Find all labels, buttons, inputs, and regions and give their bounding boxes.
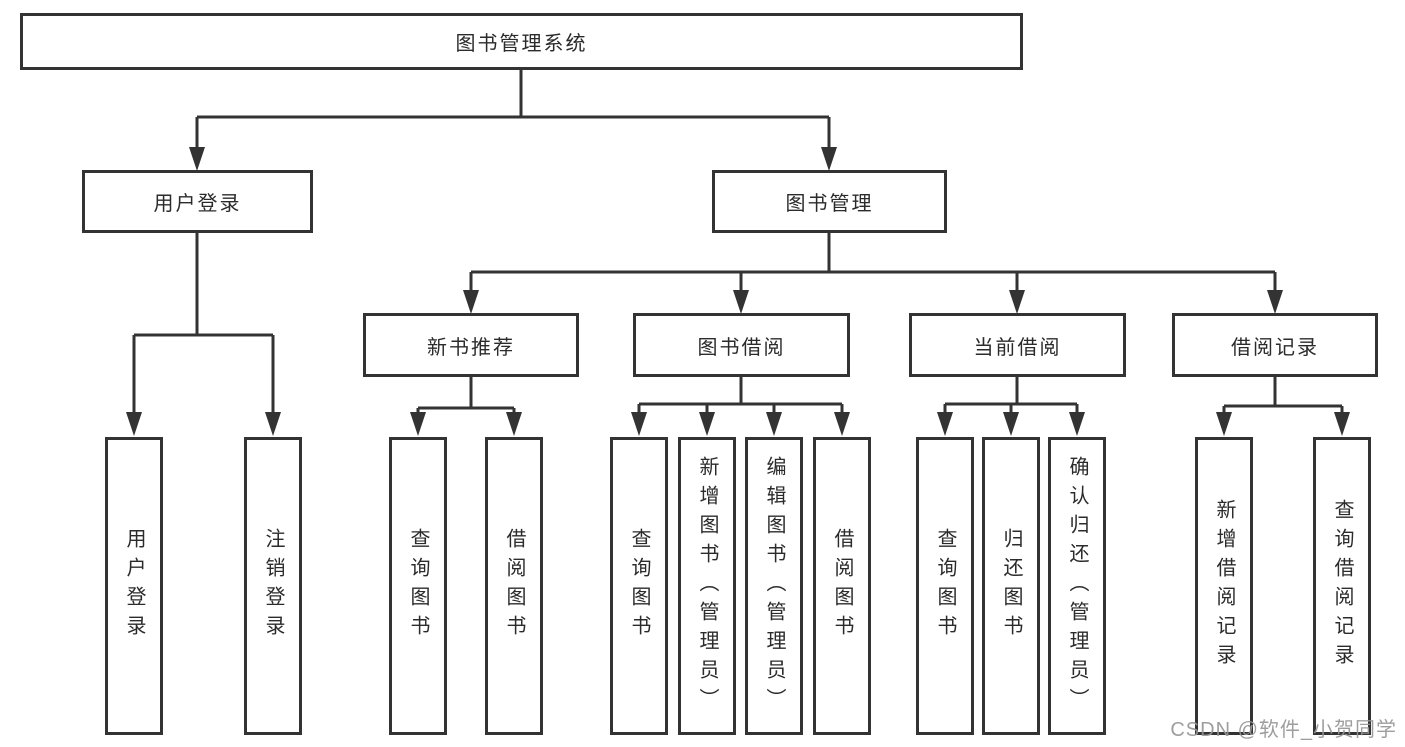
leaf-label: 确认归还（管理员） (1066, 455, 1088, 717)
leaf-label: 用户登录 (123, 528, 145, 644)
node-label: 借阅记录 (1231, 336, 1319, 359)
leaf-borrow-borrow-books: 借阅图书 (813, 437, 871, 735)
leaf-current-query-books: 查询图书 (916, 437, 974, 735)
node-book-borrowing: 图书借阅 (633, 313, 850, 377)
leaf-label: 查询图书 (628, 528, 650, 644)
leaf-current-confirm-return-admin: 确认归还（管理员） (1048, 437, 1106, 735)
node-label: 图书管理 (785, 193, 874, 215)
node-label: 新书推荐 (427, 336, 515, 359)
node-new-book-recommend: 新书推荐 (363, 313, 579, 377)
node-label: 用户登录 (153, 193, 242, 215)
node-library-management-system: 图书管理系统 (20, 13, 1023, 70)
node-user-login: 用户登录 (82, 170, 313, 233)
node-book-management: 图书管理 (712, 170, 947, 233)
leaf-record-query-borrow-record: 查询借阅记录 (1313, 437, 1371, 735)
leaf-borrow-query-books: 查询图书 (610, 437, 668, 735)
leaf-label: 编辑图书（管理员） (763, 455, 785, 717)
leaf-current-return-books: 归还图书 (982, 437, 1040, 735)
leaf-label: 查询借阅记录 (1331, 499, 1353, 673)
leaf-label: 注销登录 (262, 528, 284, 644)
leaf-label: 借阅图书 (831, 528, 853, 644)
leaf-label: 新增图书（管理员） (696, 455, 718, 717)
node-label: 图书管理系统 (455, 33, 588, 55)
node-label: 当前借阅 (973, 336, 1062, 359)
node-label: 图书借阅 (697, 336, 786, 359)
leaf-label: 查询图书 (934, 528, 956, 644)
leaf-user-login: 用户登录 (105, 437, 163, 735)
leaf-label: 借阅图书 (503, 528, 525, 644)
csdn-watermark: CSDN @软件_小贺同学 (1170, 719, 1397, 741)
node-borrow-records: 借阅记录 (1172, 313, 1378, 377)
leaf-logout: 注销登录 (244, 437, 302, 735)
leaf-label: 新增借阅记录 (1213, 499, 1235, 673)
leaf-label: 查询图书 (407, 528, 429, 644)
leaf-newbook-borrow-books: 借阅图书 (485, 437, 543, 735)
leaf-borrow-edit-books-admin: 编辑图书（管理员） (745, 437, 803, 735)
node-current-borrowing: 当前借阅 (909, 313, 1126, 377)
leaf-record-add-borrow-record: 新增借阅记录 (1195, 437, 1253, 735)
leaf-newbook-query-books: 查询图书 (389, 437, 447, 735)
leaf-label: 归还图书 (1000, 528, 1022, 644)
leaf-borrow-add-books-admin: 新增图书（管理员） (678, 437, 736, 735)
